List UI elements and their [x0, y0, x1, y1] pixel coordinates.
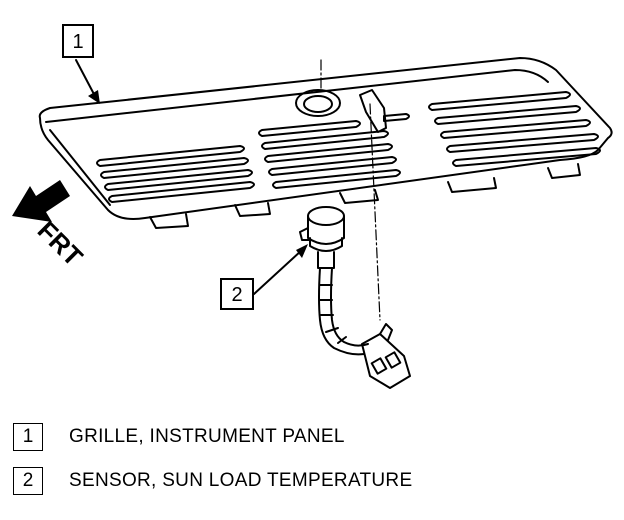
sun-load-sensor — [299, 206, 345, 269]
callout-2-number: 2 — [231, 284, 242, 306]
mount-tab — [149, 213, 189, 229]
electrical-connector — [361, 323, 411, 389]
legend-number-box: 2 — [13, 467, 43, 495]
callout-1-number: 1 — [72, 31, 83, 53]
callout-1-arrowhead — [88, 90, 100, 104]
sensor-mount-hole — [295, 89, 341, 117]
sensor-wiring-harness — [318, 267, 369, 356]
grille-front-face — [49, 129, 111, 206]
legend-item-grille: 1 GRILLE, INSTRUMENT PANEL — [13, 423, 345, 451]
legend-number-box: 1 — [13, 423, 43, 451]
connector-clip-slot — [359, 89, 387, 133]
callout-2-box: 2 — [220, 278, 254, 310]
grille-panel — [38, 57, 613, 220]
louver-slots-center — [258, 113, 410, 189]
sensor-mount-hole-inner — [303, 95, 333, 113]
louver-slots-right — [428, 91, 601, 167]
callout-1-box: 1 — [62, 24, 94, 58]
frt-label: FRT — [32, 215, 89, 272]
front-direction-indicator: FRT — [12, 180, 89, 272]
callout-2-leader — [253, 249, 303, 295]
mount-tab — [547, 163, 581, 179]
grille-top-edge — [45, 69, 549, 123]
mount-tab — [447, 177, 497, 193]
legend-text: GRILLE, INSTRUMENT PANEL — [69, 426, 345, 447]
mount-tab — [234, 202, 271, 217]
legend-item-sensor: 2 SENSOR, SUN LOAD TEMPERATURE — [13, 467, 412, 495]
alignment-line-connector — [369, 103, 381, 321]
front-arrow-icon — [12, 180, 70, 222]
callout-1-leader — [75, 59, 97, 99]
callout-2-arrowhead — [296, 244, 308, 258]
mount-tab — [339, 189, 379, 204]
legend-text: SENSOR, SUN LOAD TEMPERATURE — [69, 470, 413, 491]
louver-slots-left — [96, 145, 255, 203]
